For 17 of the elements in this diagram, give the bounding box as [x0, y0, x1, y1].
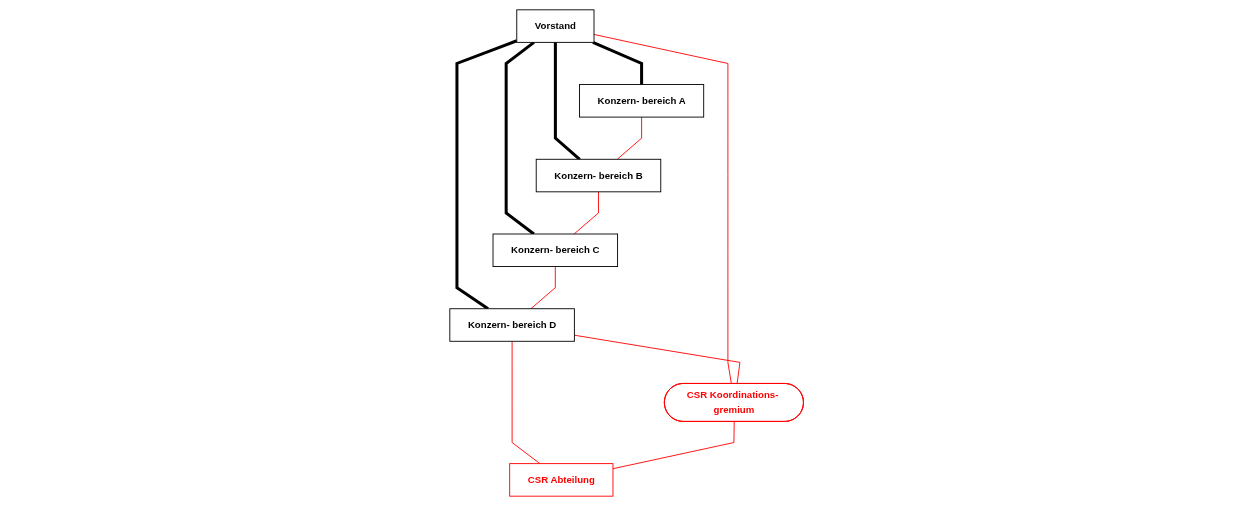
connector	[593, 34, 733, 385]
connector	[574, 334, 741, 385]
connector	[530, 266, 557, 310]
connector	[592, 40, 644, 85]
connector	[574, 191, 600, 235]
node-box: Vorstand	[516, 9, 595, 43]
connector	[512, 340, 541, 465]
node-box: Konzern- bereich A	[579, 84, 705, 118]
connector	[455, 39, 518, 310]
node-box: CSR Abteilung	[509, 463, 614, 497]
connector	[554, 42, 582, 161]
node-box: Konzern- bereich D	[449, 308, 576, 342]
node-box: Konzern- bereich B	[536, 158, 662, 193]
connector	[612, 421, 736, 470]
connector	[617, 116, 643, 160]
connector	[505, 41, 536, 236]
node-box: Konzern- bereich C	[492, 233, 619, 267]
